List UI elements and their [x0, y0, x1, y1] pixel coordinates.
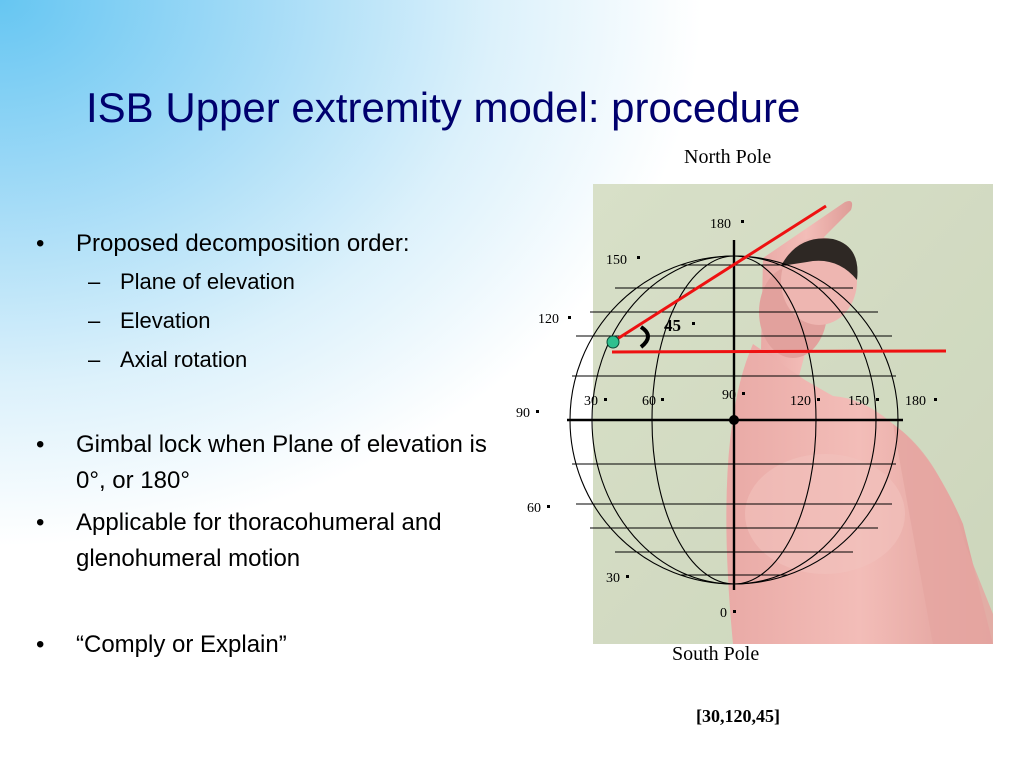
elevation-label-60: 60	[527, 501, 541, 516]
bullet-gimbal-lock: • Gimbal lock when Plane of elevation is…	[36, 427, 506, 499]
bullet-applicable-motion: • Applicable for thoracohumeral and glen…	[36, 505, 506, 577]
bullet-list: • Proposed decomposition order: – Plane …	[36, 226, 506, 663]
degree-mark	[604, 398, 607, 401]
bullet-dot: •	[36, 509, 45, 536]
south-pole-label: South Pole	[672, 643, 760, 665]
degree-marks	[536, 220, 937, 613]
sub-bullet-plane-of-elevation: – Plane of elevation	[36, 262, 506, 301]
sub-bullet-axial-rotation: – Axial rotation	[36, 340, 506, 379]
elbow-marker	[606, 335, 620, 349]
sub-bullet-text: Elevation	[120, 308, 211, 333]
degree-mark	[626, 575, 629, 578]
sub-bullet-dash: –	[88, 308, 101, 333]
degree-mark	[536, 410, 539, 413]
horizontal-reference-line	[611, 349, 947, 354]
degree-mark	[934, 398, 937, 401]
bullet-dot: •	[36, 230, 45, 257]
elevation-label-120: 120	[538, 312, 559, 327]
plane-label-60: 60	[642, 394, 656, 409]
bullet-text: “Comply or Explain”	[76, 631, 287, 658]
elevation-label-30: 30	[606, 571, 620, 586]
degree-mark	[568, 316, 571, 319]
sub-bullet-text: Axial rotation	[120, 347, 248, 372]
plane-label-90: 90	[722, 388, 736, 403]
elevation-label-150: 150	[606, 253, 627, 268]
slide-title: ISB Upper extremity model: procedure	[86, 84, 801, 131]
sub-bullet-dash: –	[88, 347, 101, 372]
degree-mark	[637, 256, 640, 259]
bullet-text: Applicable for thoracohumeral and glenoh…	[76, 509, 442, 572]
coordinate-triplet: [30,120,45]	[696, 706, 780, 726]
north-pole-label: North Pole	[684, 146, 772, 168]
globe-center	[729, 415, 739, 425]
sub-bullet-text: Plane of elevation	[120, 269, 295, 294]
sub-bullet-dash: –	[88, 269, 101, 294]
degree-mark	[876, 398, 879, 401]
plane-label-180: 180	[905, 394, 926, 409]
degree-mark	[742, 392, 745, 395]
bullet-text: Proposed decomposition order:	[76, 230, 410, 257]
bullet-decomposition-order: • Proposed decomposition order:	[36, 226, 506, 262]
plane-label-120: 120	[790, 394, 811, 409]
plane-label-150: 150	[848, 394, 869, 409]
elevation-label-90: 90	[516, 406, 530, 421]
degree-mark	[817, 398, 820, 401]
degree-mark	[661, 398, 664, 401]
bullet-dot: •	[36, 631, 45, 658]
bullet-text: Gimbal lock when Plane of elevation is 0…	[76, 431, 487, 494]
humerus-line	[613, 204, 827, 343]
degree-mark	[692, 322, 695, 325]
bullet-dot: •	[36, 431, 45, 458]
bullet-comply-or-explain: • “Comply or Explain”	[36, 627, 506, 663]
sub-bullet-elevation: – Elevation	[36, 301, 506, 340]
elevation-label-180: 180	[710, 217, 731, 232]
degree-mark	[733, 610, 736, 613]
plane-label-30: 30	[584, 394, 598, 409]
degree-mark	[547, 505, 550, 508]
elevation-label-0: 0	[720, 606, 727, 621]
angle-label: 45	[664, 316, 681, 335]
angle-arc	[639, 325, 650, 349]
degree-mark	[741, 220, 744, 223]
